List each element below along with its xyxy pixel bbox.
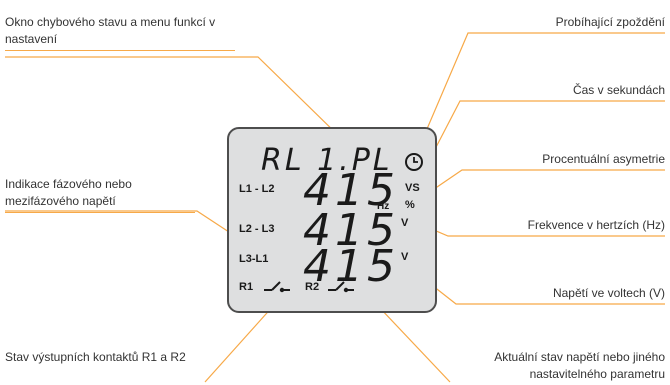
relay-r2-label: R2 — [305, 281, 320, 293]
row-value-l2-l3: 415 — [303, 205, 399, 256]
unit-hz: Hz — [377, 201, 390, 212]
lcd-header-text: RL 1.PL — [261, 143, 393, 178]
row-label-l3-l1: L3-L1 — [239, 253, 269, 265]
annotation-outputs: Stav výstupních kontaktů R1 a R2 — [5, 350, 186, 364]
annotation-current-state: Aktuální stav napětí nebo jiného nastavi… — [494, 350, 665, 381]
relay-r1-contact-icon — [264, 281, 290, 293]
row-value-l1-l2: 415 — [303, 165, 399, 216]
callout-line-phase — [5, 210, 233, 235]
unit-vs: VS — [405, 182, 420, 194]
row-label-l2-l3: L2 - L3 — [239, 223, 275, 235]
row-value-l3-l1: 415 — [303, 241, 399, 292]
relay-r2-contact-icon — [328, 281, 354, 293]
annotation-frequency: Frekvence v hertzích (Hz) — [527, 218, 665, 232]
clock-icon — [405, 153, 423, 171]
lcd-display: RL 1.PL L1 - L2 415 L2 - L3 415 L3-L1 41… — [227, 127, 437, 313]
annotation-phase: Indikace fázového nebo mezifázového napě… — [5, 176, 195, 213]
annotation-error-window: Okno chybového stavu a menu funkcí v nas… — [5, 14, 235, 51]
annotation-voltage: Napětí ve voltech (V) — [552, 286, 665, 300]
relay-r1-label: R1 — [239, 281, 254, 293]
callout-line-asym — [417, 169, 665, 201]
unit-percent: % — [405, 199, 415, 211]
callout-line-delay — [414, 32, 665, 158]
annotation-asymmetry: Procentuální asymetrie — [542, 152, 665, 166]
unit-v-row3: V — [401, 251, 409, 263]
callout-line-error-window — [5, 56, 344, 141]
unit-v-row2: V — [401, 217, 409, 229]
annotation-seconds: Čas v sekundách — [572, 83, 665, 97]
annotation-delay: Probíhající zpoždění — [555, 15, 665, 29]
row-label-l1-l2: L1 - L2 — [239, 183, 275, 195]
